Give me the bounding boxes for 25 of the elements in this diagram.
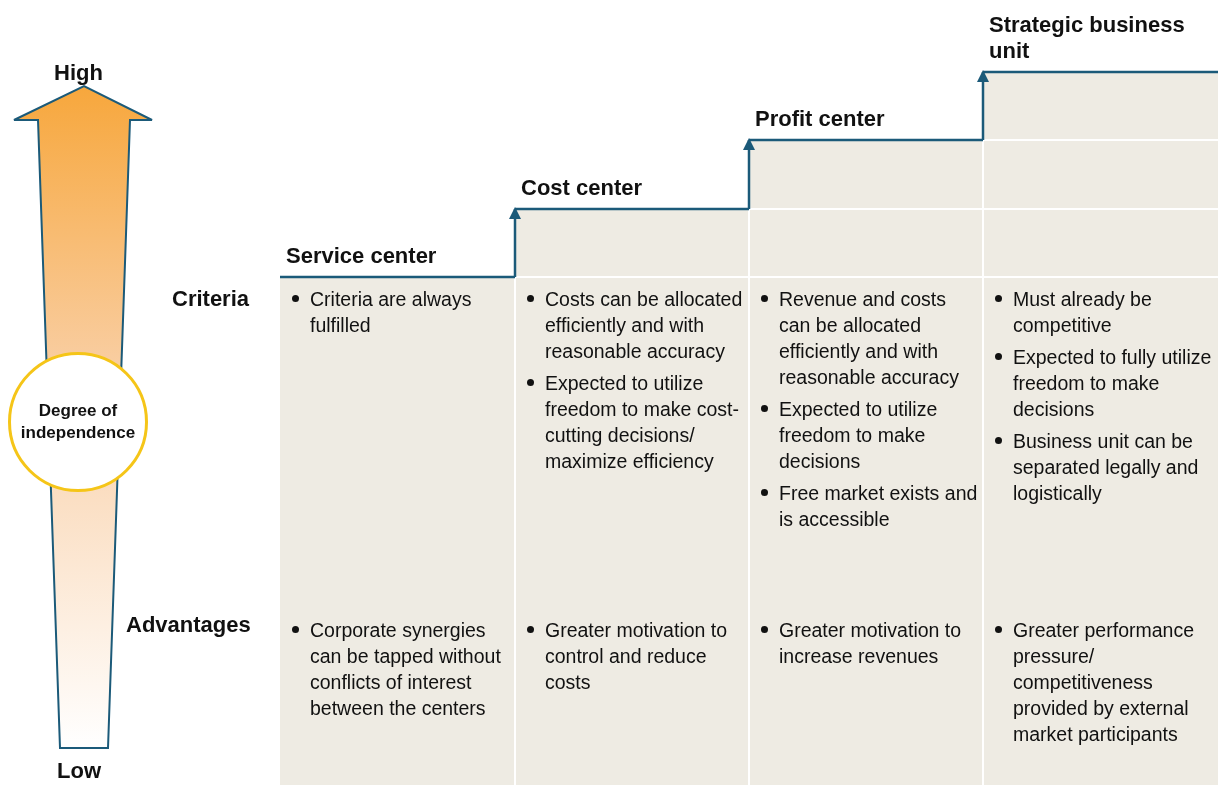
arrow xyxy=(743,138,755,209)
row-heading: Criteria xyxy=(172,286,250,312)
bullet-text: Greater performance pressure/ competitiveness provided by external market participants xyxy=(993,617,1213,747)
bullet-text: Business unit can be separated legally and logistically xyxy=(993,428,1213,506)
axis-label: High xyxy=(54,60,103,86)
bullet-text: Costs can be allocated efficiently and with reasonable accuracy xyxy=(525,286,745,364)
bullet-text: Revenue and costs can be allocated efficiently and with reasonable accuracy xyxy=(759,286,979,390)
step-title: Service center xyxy=(286,243,438,269)
arrow xyxy=(977,70,989,140)
bullet-text: Free market exists and is accessible xyxy=(759,480,979,532)
bullet-text: Must already be competitive xyxy=(993,286,1213,338)
bullet-text: Expected to utilize freedom to make decisions xyxy=(759,396,979,474)
bullet-text: Corporate synergies can be tapped without conflicts of interest between the centers xyxy=(290,617,510,721)
bullet-text: Expected to fully utilize freedom to make decisions xyxy=(993,344,1213,422)
row-heading: Advantages xyxy=(126,612,251,638)
step-title: Cost center xyxy=(521,175,644,201)
axis-label: Low xyxy=(57,758,101,784)
bullet-text: Greater motivation to increase revenues xyxy=(759,617,979,669)
arrow xyxy=(509,207,521,277)
step-title: Strategic business unit xyxy=(989,12,1186,64)
bullet-text: Expected to utilize freedom to make cost-cutting decisions/ maximize efficiency xyxy=(525,370,745,474)
bullet-text: Greater motivation to control and reduce costs xyxy=(525,617,745,695)
node-label: Degree of independence xyxy=(19,400,137,444)
step-title: Profit center xyxy=(755,106,886,132)
bullet-text: Criteria are always fulfilled xyxy=(290,286,510,338)
